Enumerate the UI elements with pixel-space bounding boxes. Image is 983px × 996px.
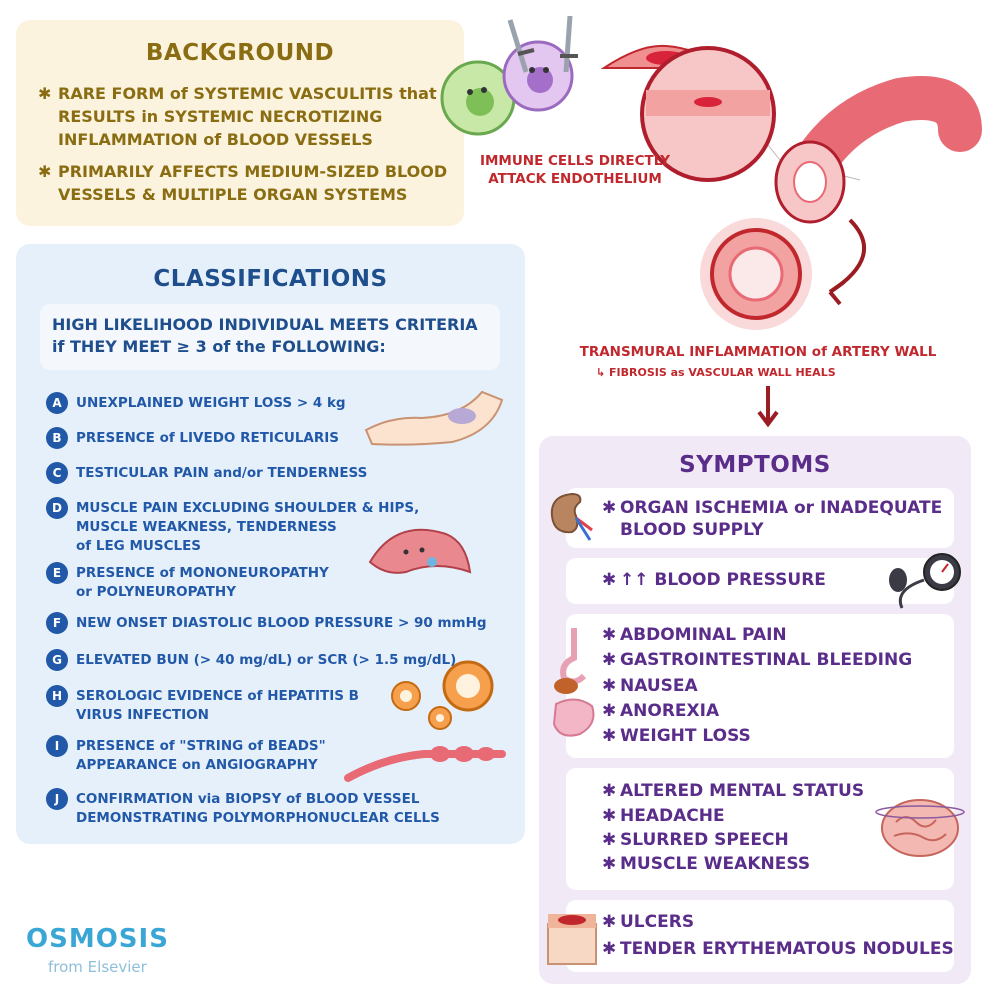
- kidney-icon: [550, 492, 593, 541]
- brain-icon: [875, 799, 965, 857]
- symptom-item: ✱ULCERS: [602, 912, 695, 932]
- virus-icon: [391, 660, 494, 730]
- symptom-item: BLOOD SUPPLY: [620, 520, 764, 540]
- symptom-item: ✱↑↑ BLOOD PRESSURE: [602, 570, 826, 590]
- criterion-letter-badge: C: [46, 462, 68, 484]
- gi-tract-icon: [552, 628, 595, 737]
- symptom-card-ischemia: [566, 488, 954, 548]
- inflamed-artery-icon: [700, 218, 867, 330]
- criteria-intro-text: HIGH LIKELIHOOD INDIVIDUAL MEETS CRITERI…: [52, 315, 478, 356]
- symptom-item: ✱TENDER ERYTHEMATOUS NODULES: [602, 939, 954, 959]
- background-bullet-1: ✱ RARE FORM of SYSTEMIC VASCULITIS that …: [38, 84, 437, 149]
- criterion-letter-badge: A: [46, 392, 68, 414]
- classifications-title: CLASSIFICATIONS: [153, 266, 388, 292]
- bullet-star-icon: ✱: [38, 84, 52, 103]
- osmosis-logo-subtitle: from Elsevier: [48, 958, 147, 976]
- symptoms-title: SYMPTOMS: [679, 452, 831, 478]
- immune-cells-label: IMMUNE CELLS DIRECTLY ATTACK ENDOTHELIUM: [479, 153, 671, 187]
- criterion-letter-badge: B: [46, 427, 68, 449]
- skin-ulcer-icon: [547, 914, 597, 965]
- criteria-intro-box: [40, 304, 500, 370]
- symptom-item: ✱GASTROINTESTINAL BLEEDING: [602, 650, 913, 670]
- background-title: BACKGROUND: [145, 40, 335, 66]
- muscle-icon: [368, 528, 472, 574]
- transmural-inflammation-label: TRANSMURAL INFLAMMATION of ARTERY WALL: [579, 344, 937, 360]
- beaded-vessel-icon: [344, 746, 506, 782]
- osmosis-logo: OSMOSIS: [26, 924, 169, 954]
- artery-icon: [640, 46, 982, 224]
- arm-livedo-icon: [364, 390, 504, 446]
- symptom-item: ✱NAUSEA: [602, 676, 698, 696]
- bp-cuff-icon: [889, 553, 961, 609]
- symptom-item: ✱ABDOMINAL PAIN: [602, 625, 787, 645]
- fibrosis-label: ↳ FIBROSIS as VASCULAR WALL HEALS: [596, 366, 836, 379]
- criterion-letter-badge: F: [46, 612, 68, 634]
- criterion-letter-badge: I: [46, 735, 68, 757]
- symptom-item: ✱WEIGHT LOSS: [602, 726, 751, 746]
- sword-icon: [507, 15, 578, 73]
- criterion-letter-badge: E: [46, 562, 68, 584]
- symptom-card-skin: [566, 900, 954, 972]
- criterion-letter-badge: G: [46, 649, 68, 671]
- symptom-item: ✱ALTERED MENTAL STATUS: [602, 781, 865, 801]
- symptom-card-gastrointestinal: [566, 614, 954, 758]
- symptom-item: ✱ANOREXIA: [602, 701, 720, 721]
- criterion-letter-badge: H: [46, 685, 68, 707]
- symptom-item: ✱SLURRED SPEECH: [602, 830, 789, 850]
- symptom-item: ✱HEADACHE: [602, 806, 725, 826]
- criterion-letter-badge: D: [46, 497, 68, 519]
- symptom-item: ✱ORGAN ISCHEMIA or INADEQUATE: [602, 498, 943, 518]
- background-panel: [16, 20, 464, 226]
- arrow-down-icon: [757, 386, 779, 428]
- criterion-letter-badge: J: [46, 788, 68, 810]
- immune-cells-icon: [440, 40, 574, 136]
- background-bullet-2: ✱ PRIMARILY AFFECTS MEDIUM-SIZED BLOOD V…: [38, 162, 448, 204]
- bullet-star-icon: ✱: [38, 162, 52, 181]
- symptom-item: ✱MUSCLE WEAKNESS: [602, 854, 811, 874]
